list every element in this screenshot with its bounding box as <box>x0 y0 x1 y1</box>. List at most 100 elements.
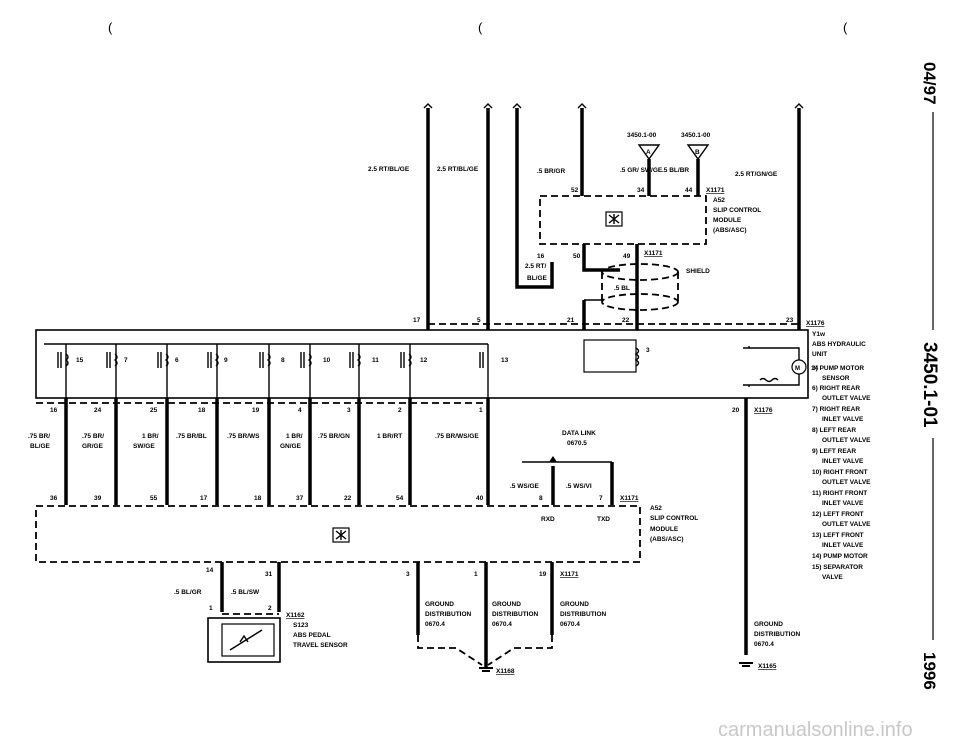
wire-label: 2.5 RT/BL/GE <box>437 166 479 173</box>
pin-number: 1 <box>209 605 213 612</box>
pin-number: 40 <box>476 495 484 502</box>
pin-number: 2 <box>398 407 402 414</box>
ground-label: GROUND <box>492 601 521 608</box>
margin-mark: ( <box>843 20 848 35</box>
pin-number: 17 <box>200 495 208 502</box>
pin-number: 3 <box>646 347 650 354</box>
svg-text:15) SEPARATOR: 15) SEPARATOR <box>812 564 863 571</box>
ground-label: DISTRIBUTION <box>754 631 801 638</box>
pin-number: 22 <box>344 495 352 502</box>
shield-label: SHIELD <box>686 268 710 275</box>
svg-text:VALVE: VALVE <box>822 574 843 581</box>
connector-label: X1171 <box>706 187 725 194</box>
svg-text:3) PUMP MOTOR: 3) PUMP MOTOR <box>812 365 864 372</box>
a52-module-bottom <box>35 505 641 563</box>
connector-label: X1171 <box>620 495 639 502</box>
page-date: 04/97 <box>920 62 939 105</box>
pin-number: 1 <box>479 407 483 414</box>
hydraulic-legend: 3) PUMP MOTOR SENSOR 6) RIGHT REAR OUTLE… <box>812 365 871 581</box>
ground-label: 0670.4 <box>754 641 774 648</box>
module-label: (ABS/ASC) <box>713 227 747 234</box>
a52-module-top <box>539 195 707 245</box>
pin-number: 17 <box>413 317 421 324</box>
wire-label: .75 BR/GN <box>318 433 350 440</box>
ground-label: GROUND <box>560 601 589 608</box>
hydraulic-name: UNIT <box>812 351 827 358</box>
pin-number: 52 <box>571 187 579 194</box>
valve-number: 13 <box>501 357 509 364</box>
module-label: A52 <box>650 505 662 512</box>
section-number: 3450.1-01 <box>919 342 940 428</box>
pin-number: 8 <box>539 495 543 502</box>
module-label: SLIP CONTROL <box>713 207 761 214</box>
wire-label: .5 BL/GR <box>174 589 202 596</box>
valve-number: 11 <box>372 357 379 364</box>
ground-label: GROUND <box>425 601 454 608</box>
wire-16 <box>515 108 554 289</box>
pedal-sensor <box>207 617 281 663</box>
svg-text:8) LEFT REAR: 8) LEFT REAR <box>812 427 856 434</box>
ground-label: DISTRIBUTION <box>492 611 539 618</box>
connector-label: X1171 <box>644 250 663 257</box>
connector-label: X1176 <box>754 407 773 414</box>
pin-number: 18 <box>254 495 262 502</box>
svg-text:INLET VALVE: INLET VALVE <box>822 458 864 465</box>
lower-wires <box>64 398 748 655</box>
pin-number: 20 <box>732 407 740 414</box>
pin-number: 44 <box>685 187 693 194</box>
reference: 3450.1-00 <box>627 132 657 139</box>
data-link-txd: TXD <box>597 516 610 523</box>
pin-number: 16 <box>537 253 545 260</box>
ground-label: DISTRIBUTION <box>425 611 472 618</box>
svg-text:M: M <box>795 366 800 372</box>
pin-number: 50 <box>573 253 581 260</box>
wire-label: GN/GE <box>280 443 302 450</box>
reference: 3450.1-00 <box>681 132 711 139</box>
pin-number: 49 <box>623 253 631 260</box>
ref-letter: B <box>695 149 700 156</box>
hydraulic-unit <box>35 329 809 399</box>
module-label: MODULE <box>713 217 742 224</box>
svg-text:11) RIGHT FRONT: 11) RIGHT FRONT <box>812 490 867 497</box>
pin-number: 14 <box>206 567 214 574</box>
pin-number: 5 <box>477 317 481 324</box>
valve-number: 8 <box>281 357 285 364</box>
wire-label: .75 BR/BL <box>176 433 207 440</box>
svg-text:OUTLET VALVE: OUTLET VALVE <box>822 479 871 486</box>
pin-number: 23 <box>786 317 794 324</box>
watermark: carmanualsonline.info <box>718 719 913 741</box>
valve-number: 6 <box>175 357 179 364</box>
svg-text:OUTLET VALVE: OUTLET VALVE <box>822 521 871 528</box>
pin-number: 1 <box>474 571 478 578</box>
module-label: MODULE <box>650 526 679 533</box>
pin-number: 19 <box>252 407 260 414</box>
pin-number: 18 <box>198 407 206 414</box>
pin-number: 21 <box>567 317 575 324</box>
wire-label: .5 BL <box>614 285 630 292</box>
wire-label: .5 BL/BR <box>662 167 689 174</box>
module-label: (ABS/ASC) <box>650 536 684 543</box>
wire-label: .5 WS/VI <box>566 483 592 490</box>
svg-text:6) RIGHT REAR: 6) RIGHT REAR <box>812 385 860 392</box>
wire-label: 2.5 RT/ <box>525 263 547 270</box>
ref-letter: A <box>646 149 651 156</box>
wire-label: 1 BR/ <box>142 433 159 440</box>
pin-number: 22 <box>622 317 630 324</box>
wire-label: .75 BR/ <box>28 433 50 440</box>
valve-number: 12 <box>420 357 428 364</box>
svg-text:INLET VALVE: INLET VALVE <box>822 500 864 507</box>
ground-label: 0670.4 <box>425 621 445 628</box>
wire-label: SW/GE <box>133 443 155 450</box>
pin-number: 34 <box>637 187 645 194</box>
pin-number: 19 <box>539 571 547 578</box>
shield <box>601 263 679 281</box>
pin-number: 54 <box>396 495 404 502</box>
ground-label: 0670.4 <box>492 621 512 628</box>
wire-50 <box>582 244 620 272</box>
wire-label: BL/GE <box>30 443 51 450</box>
hydraulic-code: Y1w <box>812 331 826 338</box>
margin-mark: ( <box>478 20 483 35</box>
module-label: A52 <box>713 197 725 204</box>
pin-number: 2 <box>268 605 272 612</box>
wire-label: .75 BR/WS/GE <box>435 433 479 440</box>
